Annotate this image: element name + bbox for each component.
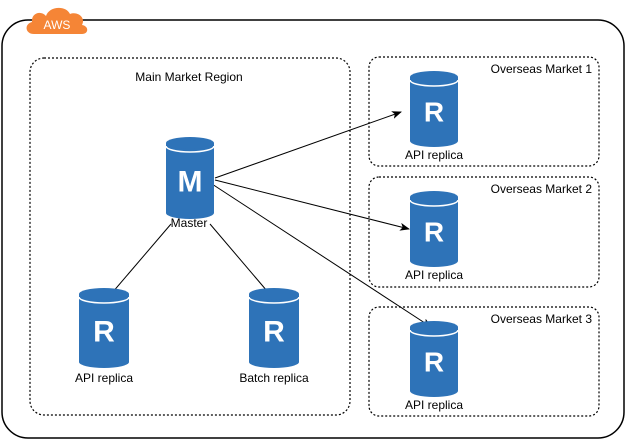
arrow-master-to-batch-replica	[209, 223, 274, 299]
batch-replica-node: R Batch replica	[239, 288, 309, 385]
overseas-market-3-box	[368, 306, 600, 417]
arrow-master-to-overseas-2	[214, 179, 410, 231]
aws-cloud-icon	[26, 7, 88, 34]
database-letter: R	[424, 347, 444, 378]
database-letter: R	[424, 217, 444, 248]
master-node: M Master	[165, 137, 215, 230]
database-icon: M	[165, 137, 215, 219]
database-letter: R	[263, 315, 285, 348]
main-market-region-box	[29, 57, 351, 416]
api-replica-overseas-3-label: API replica	[405, 398, 463, 412]
aws-cloud-boundary	[1, 19, 625, 439]
replication-arrows	[105, 111, 432, 328]
database-icon: R	[409, 191, 459, 267]
api-replica-overseas-1-node: R API replica	[405, 71, 463, 162]
api-replica-overseas-2-label: API replica	[405, 268, 463, 282]
master-label: Master	[171, 216, 208, 230]
overseas-market-1-box	[368, 56, 600, 167]
api-replica-overseas-1-label: API replica	[405, 148, 463, 162]
database-letter: R	[93, 315, 115, 348]
batch-replica-label: Batch replica	[239, 371, 309, 385]
database-letter: M	[178, 165, 203, 198]
arrow-master-to-api-replica-main	[105, 223, 172, 301]
api-replica-overseas-2-node: R API replica	[405, 191, 463, 282]
aws-badge-text: AWS	[44, 18, 71, 32]
database-icon: R	[248, 288, 300, 368]
api-replica-overseas-3-node: R API replica	[405, 321, 463, 412]
database-icon: R	[78, 288, 130, 368]
database-icon: R	[409, 321, 459, 397]
overseas-market-2-box	[368, 176, 600, 288]
api-replica-main-node: R API replica	[75, 288, 133, 385]
main-market-region-label: Main Market Region	[135, 70, 242, 84]
arrow-master-to-overseas-1	[214, 111, 402, 179]
overseas-market-3-label: Overseas Market 3	[491, 312, 593, 326]
api-replica-main-label: API replica	[75, 371, 133, 385]
overseas-market-1-label: Overseas Market 1	[491, 62, 593, 76]
aws-logo: AWS	[26, 7, 88, 34]
overseas-market-2-label: Overseas Market 2	[491, 182, 593, 196]
database-letter: R	[424, 97, 444, 128]
database-icon: R	[409, 71, 459, 147]
arrow-master-to-overseas-3	[211, 183, 432, 328]
